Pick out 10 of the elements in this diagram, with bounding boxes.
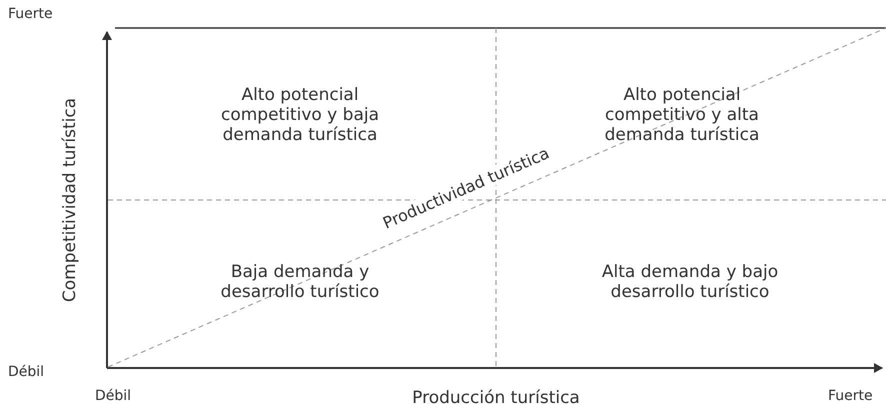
quadrant-text: Baja demanda y desarrollo turístico	[220, 262, 380, 302]
quadrant-text: Alto potencial competitivo y alta demanda turística	[604, 85, 760, 145]
axis-end-label: Fuerte	[8, 6, 53, 22]
axis-end-label: Débil	[95, 388, 132, 404]
x-axis-title: Producción turística	[412, 388, 580, 408]
y-axis-title: Competitividad turística	[60, 98, 80, 302]
axis-end-label: Débil	[8, 364, 44, 380]
quadrant-text: Alto potencial competitivo y baja demanda turística	[220, 85, 380, 145]
axis-end-label: Fuerte	[828, 388, 873, 404]
quadrant-text: Alta demanda y bajo desarrollo turístico	[600, 262, 780, 302]
